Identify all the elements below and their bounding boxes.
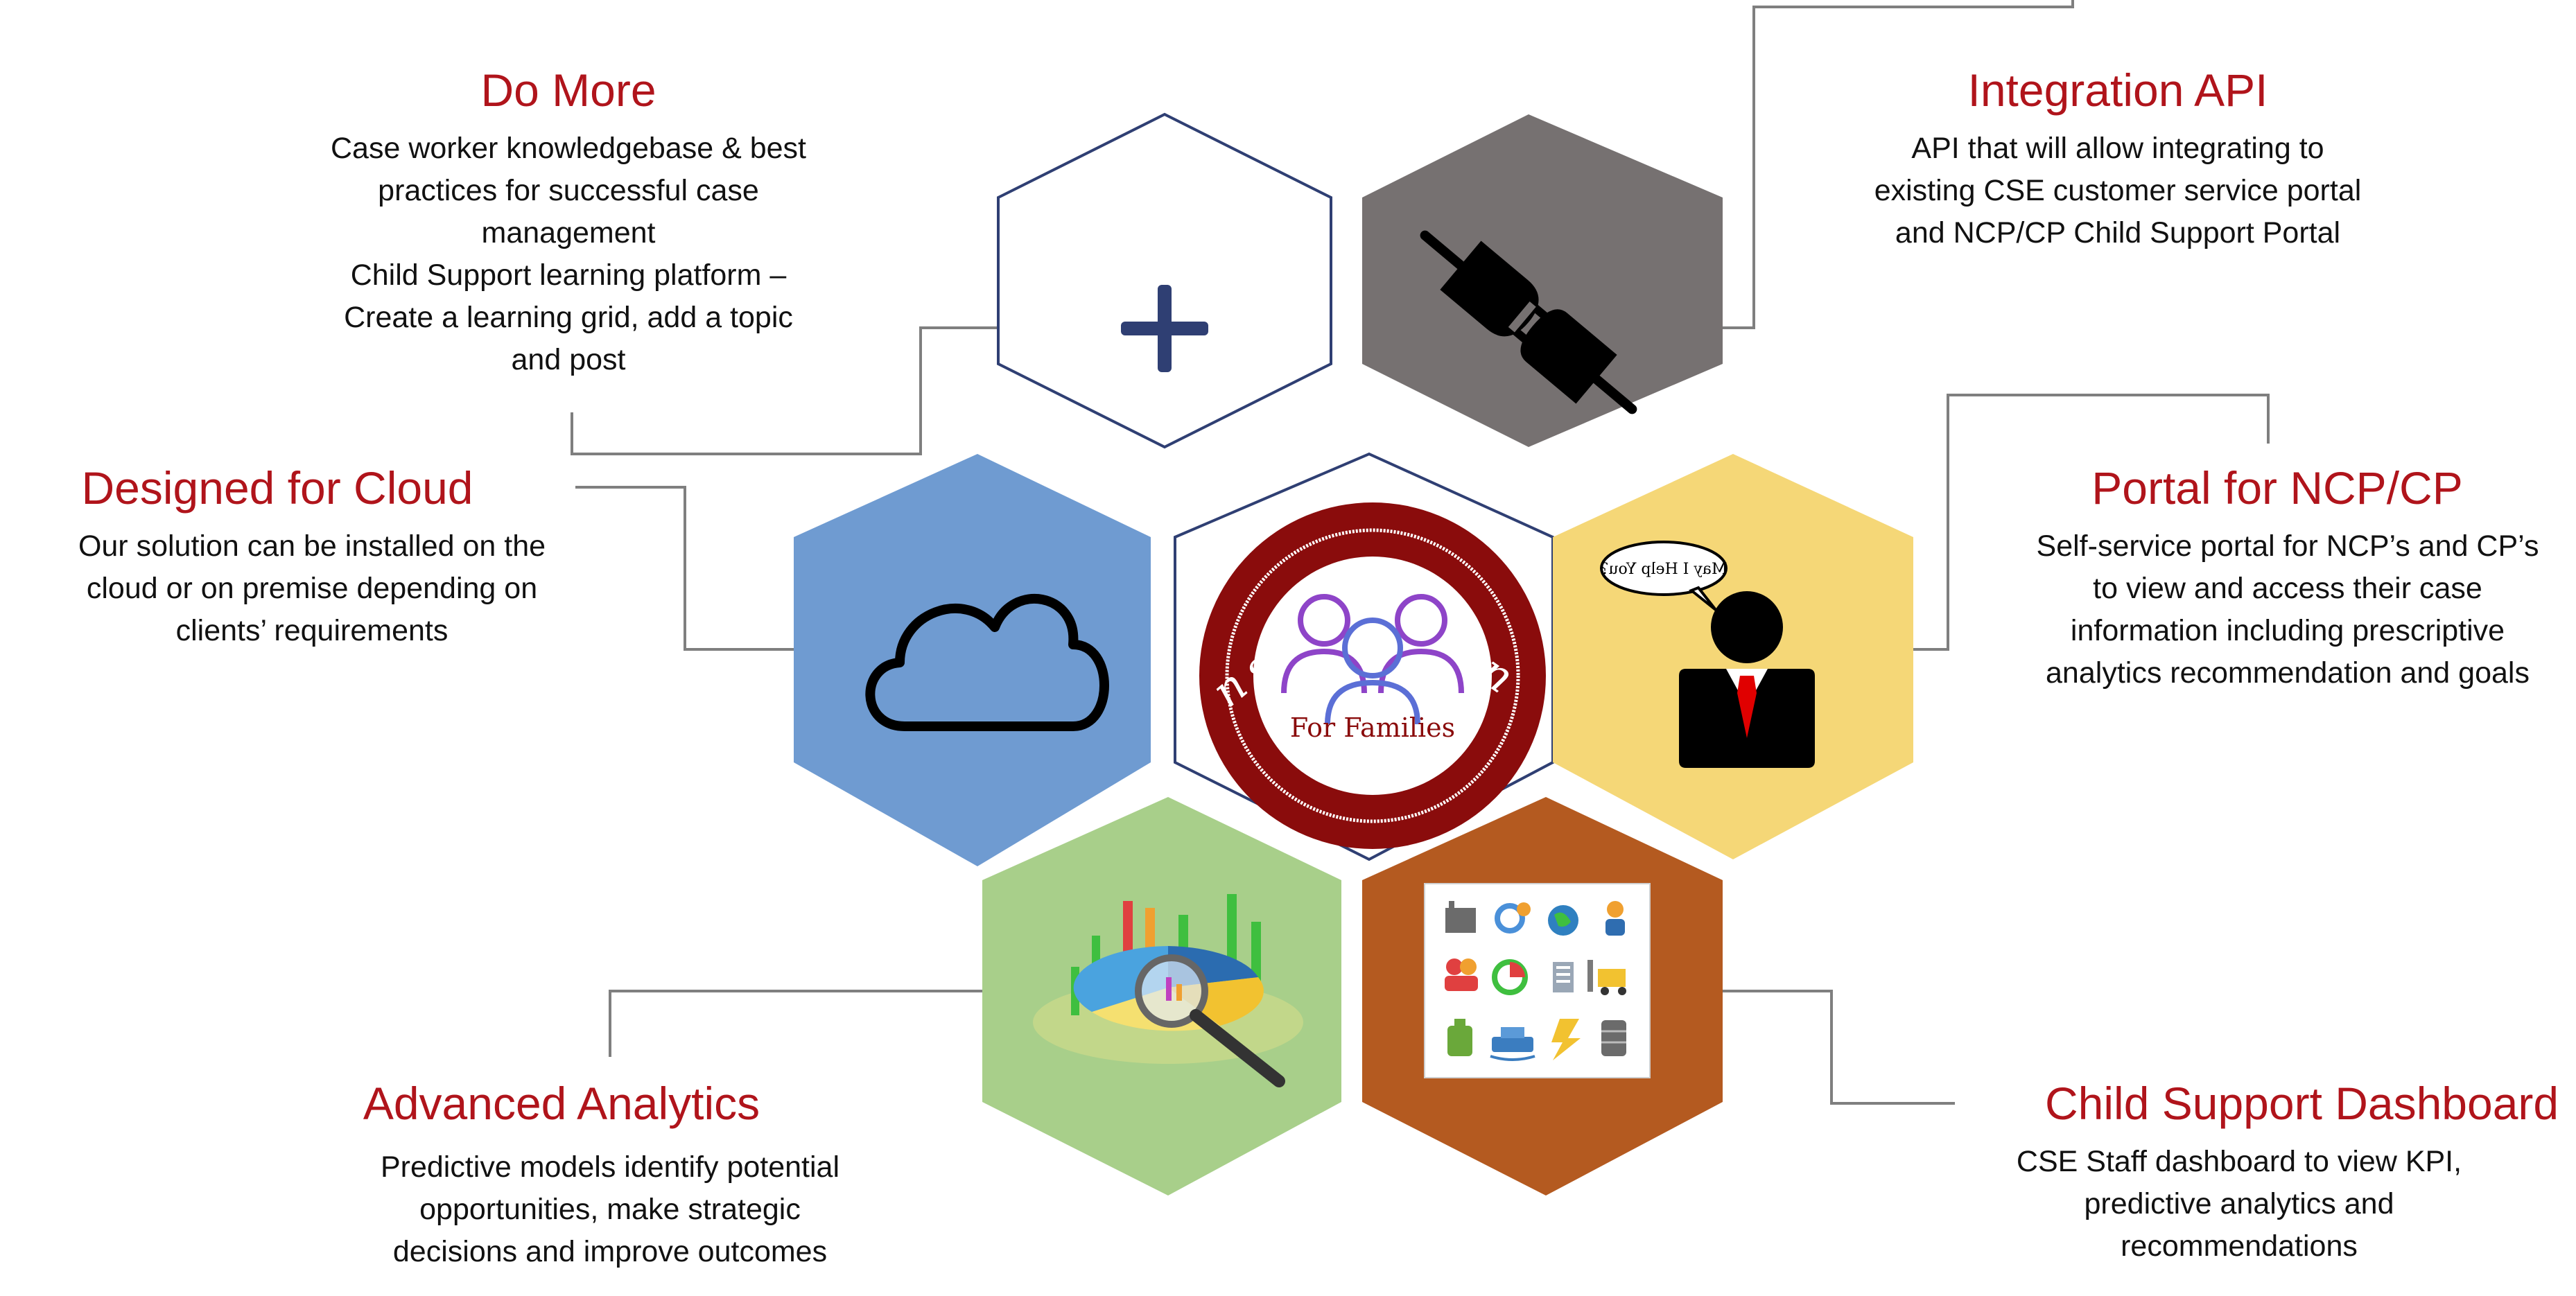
feature-title: Advanced Analytics [363, 1078, 760, 1129]
connector-portal [1913, 394, 2270, 651]
cloud-icon [865, 593, 1109, 731]
feature-title: Child Support Dashboard [2045, 1078, 2559, 1129]
feature-line: practices for successful case [378, 174, 759, 207]
feature-description: API that will allow integrating to exist… [1844, 128, 2392, 254]
speech-bubble-text: May I Help You? [1601, 561, 1728, 578]
feature-line: API that will allow integrating to [1911, 132, 2324, 165]
feature-description: Case worker knowledgebase & best practic… [312, 128, 825, 381]
feature-integration-api: Integration API API that will allow inte… [1844, 62, 2392, 254]
feature-line: to view and access their case [2093, 572, 2482, 605]
feature-line: clients’ requirements [175, 614, 449, 647]
feature-line: management [481, 216, 656, 249]
hex-portal-ncp-cp[interactable]: May I Help You? [1553, 454, 1913, 859]
feature-title: Designed for Cloud [81, 462, 473, 514]
family-icon [1281, 594, 1464, 725]
feature-do-more: Do More Case worker knowledgebase & best… [312, 62, 825, 381]
feature-line: analytics recommendation and goals [2046, 656, 2530, 690]
feature-line: CSE Staff dashboard to view KPI, [2016, 1145, 2462, 1178]
hex-integration-api[interactable] [1362, 114, 1723, 447]
feature-portal-ncp-cp: Portal for NCP/CP Self-service portal fo… [2010, 460, 2565, 694]
dashboard-grid-icon [1424, 883, 1651, 1078]
feature-description: Self-service portal for NCP’s and CP’s t… [2010, 525, 2565, 694]
hex-do-more[interactable] [997, 112, 1332, 449]
feature-line: Child Support learning platform – [350, 259, 787, 292]
feature-line: cloud or on premise depending on [86, 572, 538, 605]
hex-designed-for-cloud[interactable] [794, 454, 1151, 866]
feature-line: Create a learning grid, add a topic [344, 301, 793, 334]
analytics-chart-icon [1033, 894, 1303, 1087]
connector-analytics [609, 990, 982, 1057]
feature-line: Predictive models identify potential [380, 1150, 840, 1184]
feature-line: predictive analytics and [2084, 1187, 2394, 1220]
feature-description: Predictive models identify potential opp… [347, 1146, 873, 1273]
feature-line: Case worker knowledgebase & best [331, 132, 806, 165]
feature-description: Our solution can be installed on the clo… [28, 525, 596, 652]
feature-line: and NCP/CP Child Support Portal [1895, 216, 2341, 249]
feature-child-support-dashboard: Child Support Dashboard CSE Staff dashbo… [1941, 1076, 2559, 1268]
feature-line: Our solution can be installed on the [78, 529, 546, 563]
support-agent-icon: May I Help You? [1600, 541, 1815, 768]
feature-designed-for-cloud: Designed for Cloud Our solution can be i… [28, 460, 596, 652]
feature-line: opportunities, make strategic [419, 1193, 801, 1226]
hex-advanced-analytics[interactable] [982, 797, 1341, 1196]
feature-line: information including prescriptive [2070, 614, 2505, 647]
feature-line: decisions and improve outcomes [392, 1235, 828, 1268]
feature-title: Integration API [1967, 64, 2268, 116]
feature-description: CSE Staff dashboard to view KPI, predict… [1941, 1141, 2537, 1268]
connector-lines [571, 0, 2270, 1105]
connector-do-more [571, 326, 998, 455]
feature-line: Self-service portal for NCP’s and CP’s [2036, 529, 2539, 563]
connector-dashboard [1723, 990, 1955, 1105]
feature-advanced-analytics: Advanced Analytics Predictive models ide… [347, 1076, 873, 1273]
feature-line: and post [511, 343, 626, 376]
logo-subtitle: For Families [1290, 712, 1455, 743]
plus-icon [1121, 285, 1208, 372]
feature-title: Do More [480, 64, 656, 116]
feature-line: recommendations [2121, 1229, 2358, 1263]
connector-cloud [575, 486, 794, 651]
feature-line: existing CSE customer service portal [1874, 174, 2362, 207]
hex-child-support-dashboard[interactable] [1362, 797, 1723, 1196]
connector-integration-api [1723, 0, 2074, 329]
speech-bubble-icon [1600, 541, 1728, 596]
plug-icon [1420, 230, 1637, 414]
feature-title: Portal for NCP/CP [2091, 462, 2463, 514]
